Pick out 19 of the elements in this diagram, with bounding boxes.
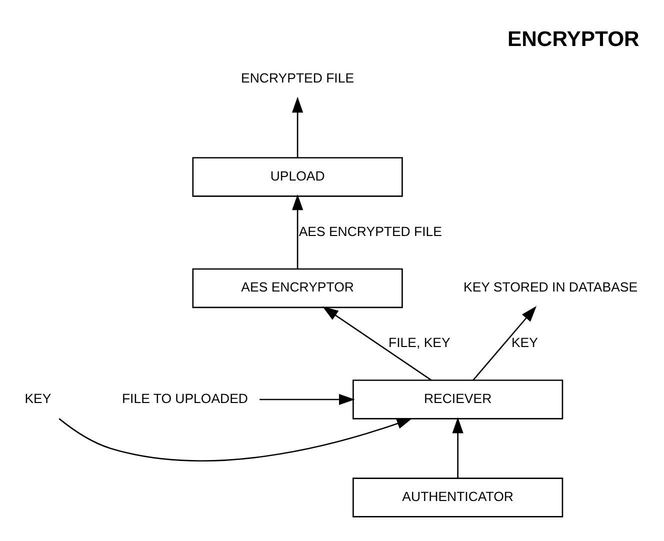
node-text: KEY STORED IN DATABASE [464, 279, 638, 294]
arrow [292, 96, 304, 158]
node-box: AUTHENTICATOR [352, 477, 564, 517]
edge-label: FILE, KEY [388, 334, 450, 350]
node-text: FILE TO UPLOADED [122, 390, 248, 406]
diagram-title: ENCRYPTOR [508, 28, 640, 51]
arrow [58, 418, 413, 461]
edge-label: KEY [511, 334, 538, 350]
arrow [292, 194, 304, 268]
node-text: KEY [24, 390, 52, 406]
node-box: AES ENCRYPTOR [192, 268, 403, 308]
arrow [452, 416, 464, 478]
node-box: RECIEVER [352, 379, 564, 419]
node-text: ENCRYPTED FILE [241, 70, 354, 85]
node-box: UPLOAD [192, 156, 403, 196]
arrow [260, 393, 355, 405]
edge-label: AES ENCRYPTED FILE [298, 223, 442, 238]
arrow [322, 306, 432, 380]
arrow [472, 305, 537, 380]
